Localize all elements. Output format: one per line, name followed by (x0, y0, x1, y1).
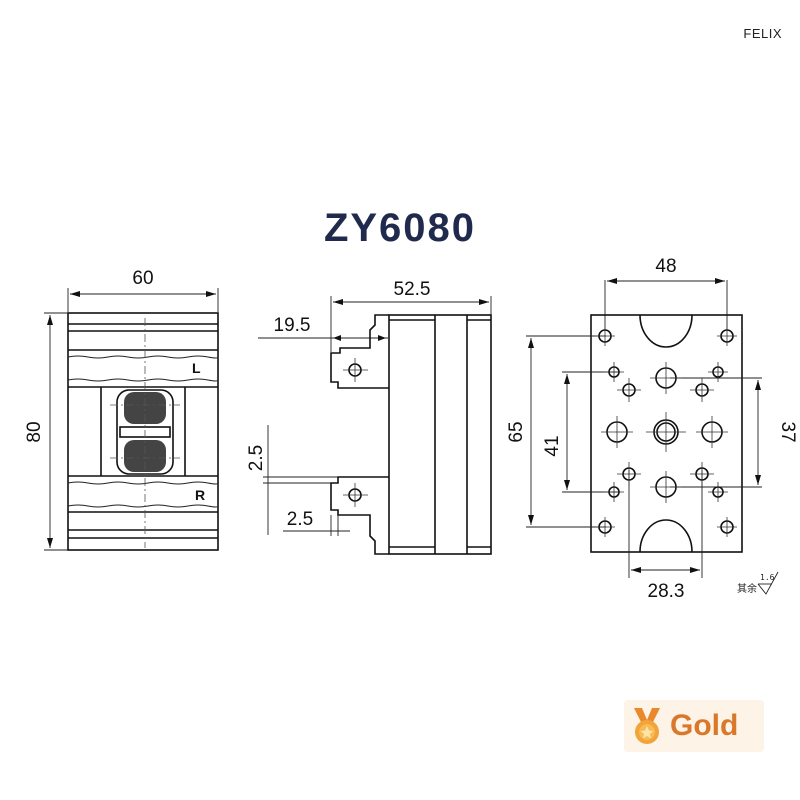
bottom-view: 48 65 41 37 28.3 (506, 256, 798, 602)
bottom-width-28-dimension: 28.3 (648, 581, 685, 602)
bottom-width-dimension: 48 (655, 256, 676, 277)
bottom-outer-height-dimension: 65 (506, 421, 527, 442)
side-lug-offset-dimension: 19.5 (274, 315, 311, 336)
side-view: 52.5 19.5 2.5 2.5 (246, 279, 492, 555)
side-depth-dimension: 52.5 (394, 279, 431, 300)
terminal-r-label: R (195, 487, 205, 503)
surface-finish-value: 1.6 (760, 573, 775, 582)
model-title: ZY6080 (323, 206, 477, 250)
front-view: 60 80 L R (24, 268, 219, 551)
medal-icon (634, 708, 660, 744)
bottom-right-height-dimension: 37 (777, 421, 798, 442)
brand-label: FELIX (743, 26, 782, 41)
front-width-dimension: 60 (132, 268, 153, 289)
terminal-l-label: L (192, 360, 201, 376)
bottom-inner-height-dimension: 41 (542, 435, 563, 456)
front-height-dimension: 80 (24, 421, 45, 442)
side-lug-vertical-dimension: 2.5 (246, 445, 267, 471)
side-lug-horizontal-dimension: 2.5 (287, 509, 313, 530)
badge-label: Gold (670, 709, 739, 742)
gold-badge: Gold (624, 700, 764, 752)
surface-finish-symbol: 其余 1.6 (737, 571, 779, 595)
surface-finish-note: 其余 (737, 582, 757, 595)
